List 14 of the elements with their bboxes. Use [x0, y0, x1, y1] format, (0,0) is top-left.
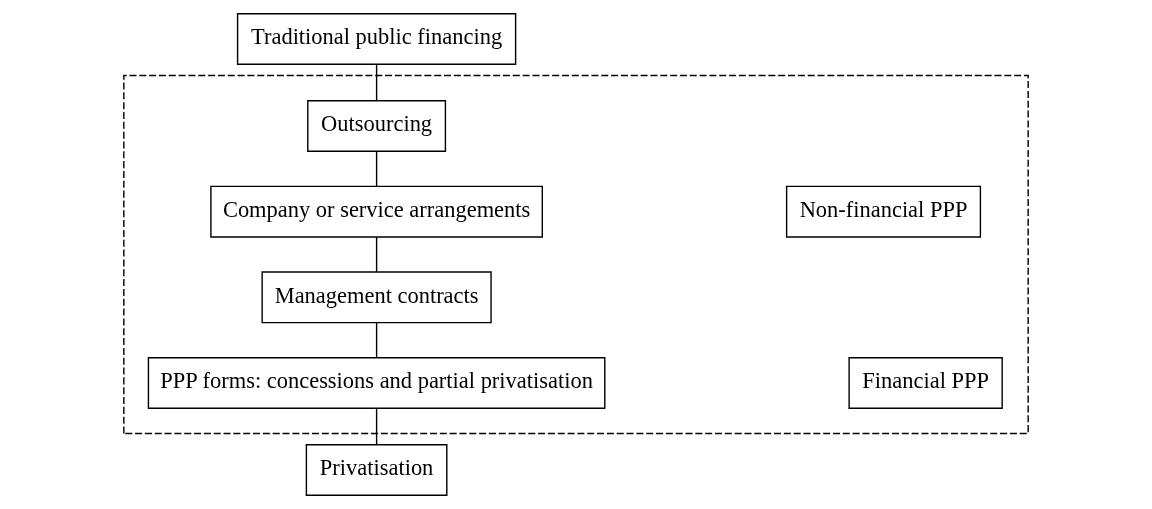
- node-box: Company or service arrangements: [210, 185, 543, 238]
- connector: [375, 150, 378, 187]
- cluster: [123, 74, 1029, 435]
- node-box: Management contracts: [261, 271, 492, 324]
- connector: [375, 322, 378, 359]
- connector: [375, 63, 378, 102]
- node-box: Privatisation: [305, 444, 448, 496]
- node-box: Traditional public financing: [236, 13, 517, 65]
- node-box: PPP forms: concessions and partial privatisation: [147, 357, 606, 409]
- node-box: Financial PPP: [848, 357, 1003, 409]
- connector: [375, 407, 378, 446]
- connector: [375, 236, 378, 273]
- node-box: Non-financial PPP: [785, 185, 982, 238]
- node-box: Outsourcing: [307, 100, 447, 152]
